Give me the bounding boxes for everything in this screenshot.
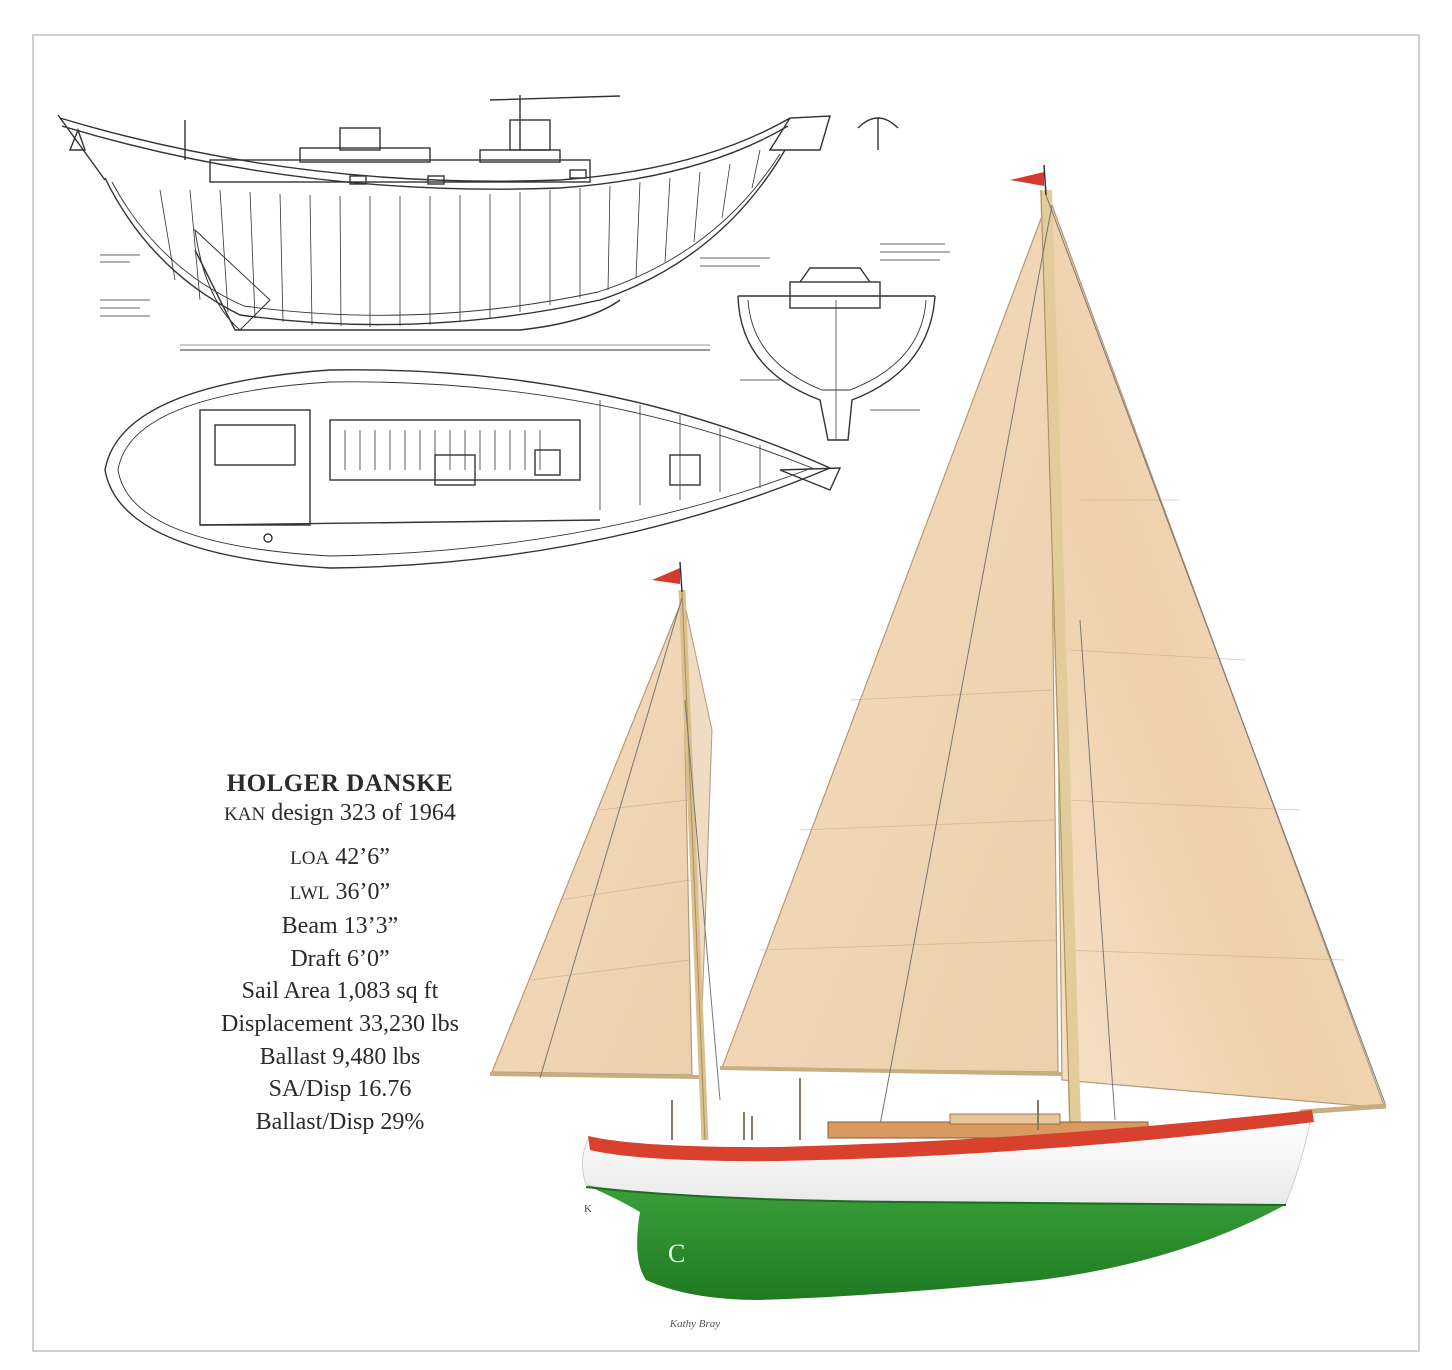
boat-name: HOLGER DANSKE bbox=[226, 770, 454, 797]
spec-lwl: LWL 36’0” bbox=[289, 878, 391, 905]
spec-loa: LOA 42’6” bbox=[290, 844, 390, 870]
section-view bbox=[737, 267, 936, 441]
svg-text:C: C bbox=[668, 1239, 685, 1268]
spec-displacement: Displacement 33,230 lbs bbox=[221, 1010, 459, 1037]
mainmast-pennant bbox=[1010, 172, 1044, 186]
spec-draft: Draft 6’0” bbox=[290, 945, 390, 972]
artist-credit: Kathy Bray bbox=[669, 1318, 721, 1330]
spec-beam: Beam 13’3” bbox=[281, 913, 399, 940]
hull: C K bbox=[582, 1078, 1314, 1300]
specs-block: HOLGER DANSKE KAN design 323 of 1964 LOA… bbox=[160, 770, 520, 1138]
sail-plan bbox=[489, 164, 1387, 1141]
profile-plan bbox=[57, 95, 950, 351]
spec-sa-disp: SA/Disp 16.76 bbox=[268, 1076, 412, 1103]
deck-plan bbox=[104, 369, 842, 569]
spec-ballast: Ballast 9,480 lbs bbox=[259, 1043, 421, 1070]
designer-initials: KAN bbox=[224, 804, 266, 825]
frame-border bbox=[32, 34, 1420, 1352]
svg-text:K: K bbox=[584, 1203, 592, 1215]
spec-ballast-disp: Ballast/Disp 29% bbox=[255, 1108, 425, 1135]
design-number: design 323 of 1964 bbox=[271, 800, 456, 826]
design-line: KAN design 323 of 1964 bbox=[160, 800, 520, 827]
spec-sail-area: Sail Area 1,083 sq ft bbox=[241, 978, 439, 1005]
mizzen-pennant bbox=[652, 568, 680, 584]
